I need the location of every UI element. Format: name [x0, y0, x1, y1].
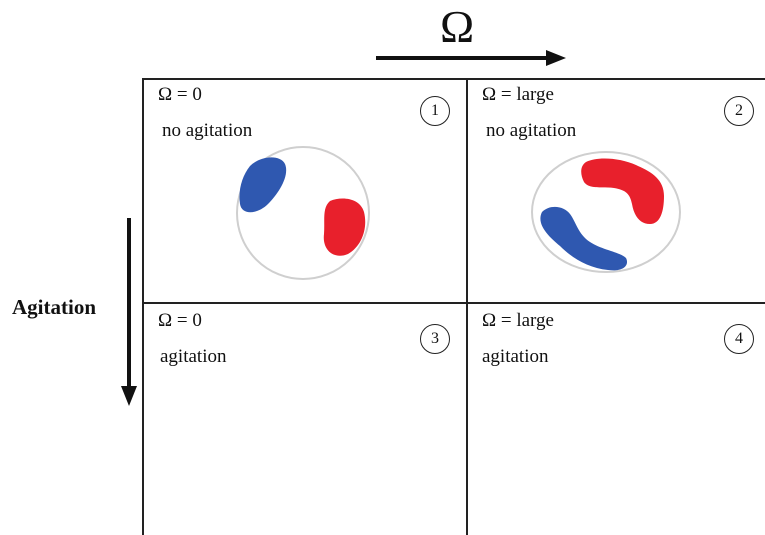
cell-2-number-badge: 2: [724, 96, 754, 126]
cell-1-condition-label: no agitation: [162, 120, 253, 141]
red-particle-cluster: [581, 158, 664, 224]
blue-particle-cluster: [239, 157, 287, 213]
cell-1: Ω = 0 no agitation 1: [158, 84, 458, 298]
grid-horizontal-divider: [142, 302, 765, 304]
cell-4-condition-label: agitation: [482, 346, 549, 367]
cell-3-condition-label: agitation: [160, 346, 227, 367]
cell-2-particle-drawing: [531, 151, 681, 273]
cell-2-omega-label: Ω = large: [482, 84, 554, 105]
cell-4: Ω = large agitation 4: [482, 310, 760, 530]
condition-grid: [142, 78, 765, 535]
red-particle-cluster: [323, 198, 366, 256]
cell-1-number-badge: 1: [420, 96, 450, 126]
cell-3: Ω = 0 agitation 3: [158, 310, 458, 530]
cell-4-omega-label: Ω = large: [482, 310, 554, 331]
omega-arrow: [376, 50, 566, 66]
agitation-arrow: [121, 218, 137, 406]
cell-3-omega-label: Ω = 0: [158, 310, 202, 331]
cell-4-number-badge: 4: [724, 324, 754, 354]
grid-vertical-divider: [466, 78, 468, 535]
cell-3-number-badge: 3: [420, 324, 450, 354]
container-circle: [236, 146, 370, 280]
cell-2: Ω = large no agitation 2: [482, 84, 760, 298]
blue-particle-cluster: [540, 206, 628, 271]
cell-1-omega-label: Ω = 0: [158, 84, 202, 105]
omega-axis-label: Ω: [440, 1, 475, 52]
cell-1-particle-drawing: [236, 146, 370, 280]
cell-2-condition-label: no agitation: [486, 120, 577, 141]
container-circle: [531, 151, 681, 273]
agitation-axis-label: Agitation: [12, 295, 96, 319]
